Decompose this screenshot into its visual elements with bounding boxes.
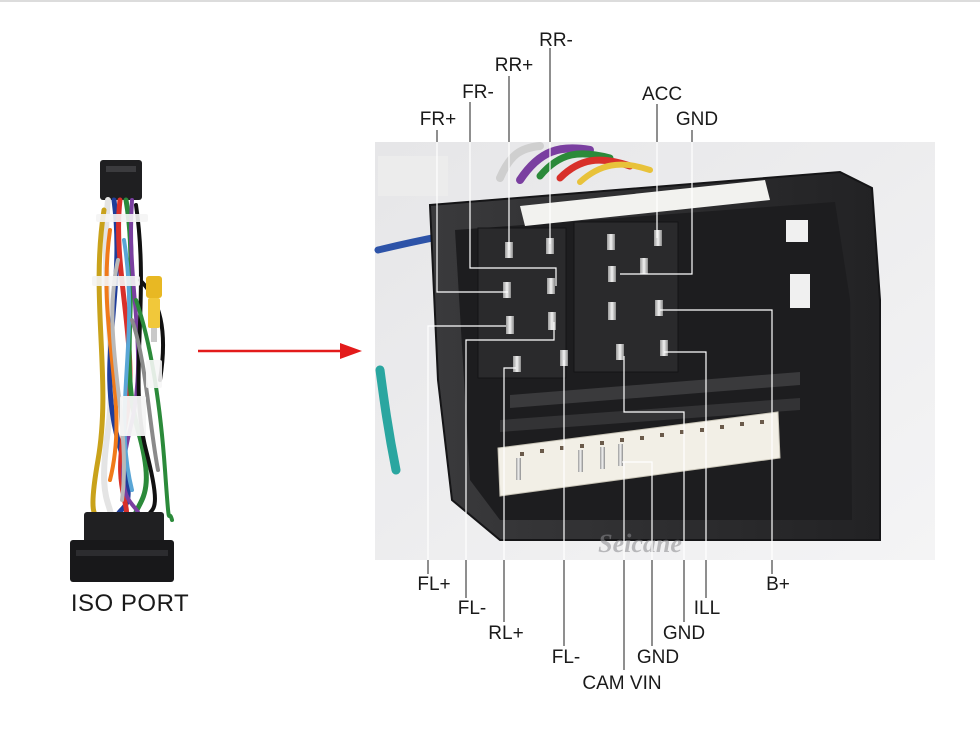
label-cam-vin: CAM VIN	[582, 673, 661, 694]
label-gnd-bottom-1: GND	[663, 623, 705, 644]
label-fr-minus: FR-	[462, 82, 494, 103]
label-acc: ACC	[642, 84, 682, 105]
iso-port-caption: ISO PORT	[70, 590, 190, 617]
label-ill: ILL	[694, 598, 720, 619]
pin-labels-top: RR- RR+ FR- ACC GND FR+	[420, 30, 718, 130]
pin-labels-bottom: FL+ FL- RL+ ILL B+ GND FL- GND CAM VIN	[417, 574, 790, 694]
rca-plug	[146, 276, 162, 298]
label-gnd-top: GND	[676, 109, 718, 130]
harness-iso-plug	[84, 512, 164, 544]
label-fl-minus-2: FL-	[552, 647, 581, 668]
label-rr-minus: RR-	[539, 30, 573, 51]
leader-lines	[427, 48, 773, 670]
connector-photo: Seicane	[374, 142, 935, 560]
camera-pin-strip	[497, 411, 781, 497]
label-fr-plus: FR+	[420, 109, 456, 130]
label-fl-minus-1: FL-	[458, 598, 487, 619]
label-fl-plus: FL+	[417, 574, 450, 595]
iso-harness-image	[70, 160, 174, 582]
top-divider	[0, 0, 980, 2]
label-b-plus: B+	[766, 574, 790, 595]
connector-label-sticker	[520, 180, 770, 226]
label-rr-plus: RR+	[495, 55, 534, 76]
direction-arrow	[198, 343, 362, 359]
label-rl-plus: RL+	[488, 623, 523, 644]
watermark-logo: Seicane	[598, 529, 682, 558]
label-gnd-bottom-2: GND	[637, 647, 679, 668]
